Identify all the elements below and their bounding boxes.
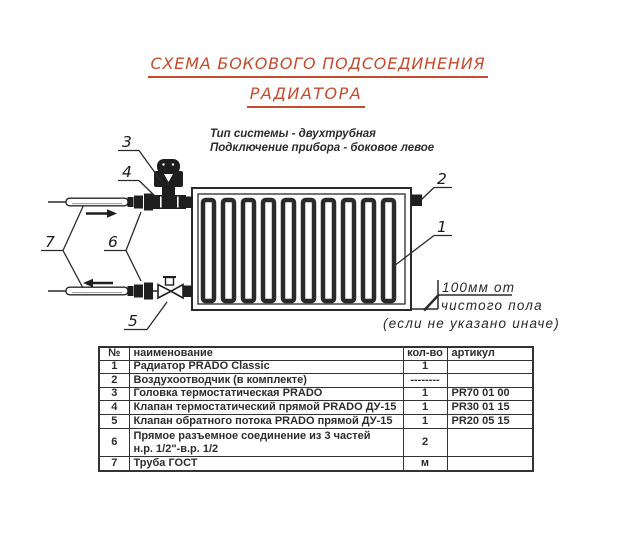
page-title-line1: СХЕМА БОКОВОГО ПОДСОЕДИНЕНИЯ [147, 54, 489, 78]
row-qty: 1 [402, 414, 448, 429]
callout-6-label: 6 [108, 233, 118, 251]
radiator-fitting-top [184, 196, 193, 208]
supply-line [48, 159, 193, 218]
callout-4: 4 [118, 163, 158, 199]
radiator-fin [200, 197, 217, 304]
radiator-fin [220, 197, 237, 304]
row-num: 4 [98, 400, 130, 415]
radiator-fin [300, 197, 317, 304]
thermostatic-valve [153, 186, 186, 209]
system-type-note: Тип системы - двухтрубная [210, 128, 376, 140]
radiator [191, 187, 412, 311]
radiator-fin [380, 197, 397, 304]
row-name: Труба ГОСТ [128, 456, 404, 471]
callout-4-label: 4 [122, 163, 132, 181]
row-qty: 1 [402, 400, 448, 415]
radiator-fin [340, 197, 357, 304]
return-line [48, 276, 192, 300]
row-name: Клапан обратного потока PRADO прямой ДУ-… [128, 414, 404, 429]
row-qty: 2 [402, 428, 448, 457]
row-article: PR30 01 15 [446, 400, 534, 415]
callout-1: 1 [393, 218, 452, 267]
header-name: наименование [128, 346, 404, 361]
page-title-line2: РАДИАТОРА [246, 84, 366, 108]
radiator-fin [360, 197, 377, 304]
callout-5-label: 5 [128, 312, 138, 330]
supply-pipe-tube [65, 197, 129, 207]
radiator-fin [240, 197, 257, 304]
row-num: 5 [98, 414, 130, 429]
row-num: 7 [98, 456, 130, 471]
callout-3: 3 [118, 133, 162, 182]
table-row: 5 Клапан обратного потока PRADO прямой Д… [98, 414, 534, 429]
table-row: 2 Воздухоотводчик (в комплекте) -------- [98, 373, 534, 388]
row-name: Прямое разъемное соединение из 3 частей … [128, 428, 404, 457]
callout-5: 5 [124, 301, 168, 331]
header-qty: кол-во [402, 346, 448, 361]
return-nut [127, 286, 134, 296]
row-num: 1 [98, 359, 130, 374]
parts-table-header: № наименование кол-во артикул [98, 346, 534, 361]
table-row: 6 Прямое разъемное соединение из 3 часте… [98, 428, 534, 457]
table-row: 4 Клапан термостатический прямой PRADO Д… [98, 400, 534, 415]
callout-2-label: 2 [437, 170, 447, 188]
callout-7-label: 7 [45, 233, 55, 251]
row-article [446, 359, 534, 374]
row-qty: 1 [402, 359, 448, 374]
row-name: Клапан термостатический прямой PRADO ДУ-… [128, 400, 404, 415]
flow-arrow-left [83, 278, 113, 288]
row-name: Головка термостатическая PRADO [128, 386, 404, 401]
row-article: PR20 05 15 [446, 414, 534, 429]
union-coupling-bottom [134, 282, 153, 300]
radiator-fins [200, 197, 397, 304]
radiator-fin [260, 197, 277, 304]
callout-3-label: 3 [122, 133, 132, 151]
title-block: СХЕМА БОКОВОГО ПОДСОЕДИНЕНИЯ РАДИАТОРА [0, 54, 636, 108]
union-coupling-top [134, 193, 153, 211]
row-article [446, 456, 534, 471]
row-num: 6 [98, 428, 130, 457]
header-article: артикул [446, 346, 534, 361]
callout-1-label: 1 [437, 218, 447, 236]
table-row: 3 Головка термостатическая PRADO 1 PR70 … [98, 386, 534, 401]
system-notes: Тип системы - двухтрубная Подключение пр… [210, 128, 434, 155]
callout-2: 2 [420, 170, 452, 201]
callouts: 3 4 7 6 5 [41, 133, 452, 331]
row-num: 2 [98, 373, 130, 388]
table-row: 1 Радиатор PRADO Classic 1 [98, 359, 534, 374]
row-num: 3 [98, 386, 130, 401]
radiator-diagram: 3 4 7 6 5 [41, 133, 560, 331]
connection-type-note: Подключение прибора - боковое левое [210, 141, 435, 154]
radiator-fin [280, 197, 297, 304]
header-num: № [98, 346, 130, 361]
floor-note-line3: (если не указано иначе) [383, 316, 560, 331]
floor-dimension: 100мм от чистого пола (если не указано и… [383, 280, 560, 331]
floor-note-line2: чистого пола [441, 298, 543, 313]
callout-6: 6 [104, 211, 142, 282]
return-pipe-tube [65, 286, 129, 296]
row-article: PR70 01 00 [446, 386, 534, 401]
valve-stem [162, 186, 175, 196]
callout-7: 7 [41, 206, 84, 289]
return-valve [153, 276, 184, 300]
row-article [446, 428, 534, 457]
row-qty: 1 [402, 386, 448, 401]
air-vent [411, 194, 422, 206]
table-row: 7 Труба ГОСТ м [98, 456, 534, 471]
row-qty: -------- [402, 373, 448, 388]
floor-note-line1: 100мм от [442, 280, 515, 295]
row-article [446, 373, 534, 388]
row-name: Воздухоотводчик (в комплекте) [128, 373, 404, 388]
row-name: Радиатор PRADO Classic [128, 359, 404, 374]
flow-arrow-right [86, 209, 117, 218]
valve-body [153, 195, 186, 209]
thermostatic-head [154, 159, 183, 187]
radiator-fitting-bottom [183, 285, 192, 297]
row-qty: м [402, 456, 448, 471]
supply-nut [127, 197, 134, 207]
radiator-fin [320, 197, 337, 304]
parts-table: № наименование кол-во артикул 1 Радиатор… [98, 346, 534, 472]
